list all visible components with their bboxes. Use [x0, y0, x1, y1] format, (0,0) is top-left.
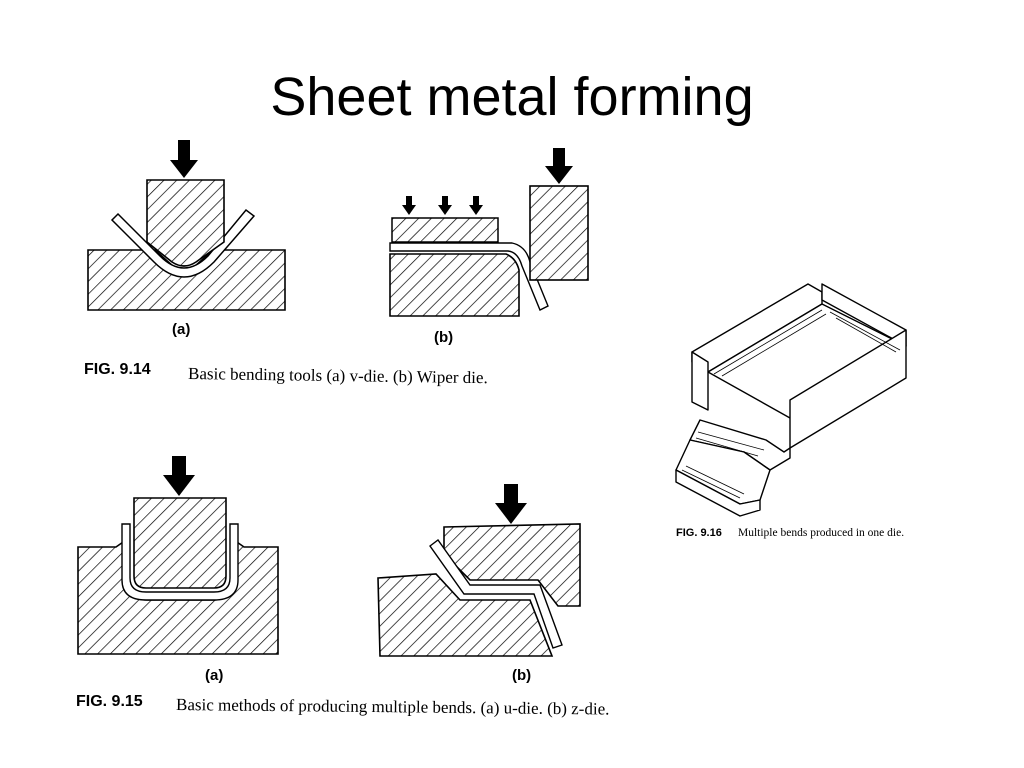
fig-9-16-number: FIG. 9.16: [676, 527, 722, 539]
v-die-punch: [146, 179, 225, 267]
fig-9-16-caption: Multiple bends produced in one die.: [738, 527, 904, 539]
fig-9-15b-z-die: [377, 484, 581, 657]
v-die-lower: [87, 249, 286, 311]
u-die-punch: [133, 497, 227, 589]
v-die-sheet: [110, 208, 256, 278]
z-die-sheet: [429, 539, 563, 649]
fig-9-15-caption: Basic methods of producing multiple bend…: [176, 695, 610, 719]
fig-9-14b-wiper-die: [389, 148, 589, 317]
fig-9-14-caption: Basic bending tools (a) v-die. (b) Wiper…: [188, 364, 488, 387]
down-arrow-icon: [170, 140, 198, 178]
wiper-lower-die: [389, 253, 520, 317]
fig-9-15-label-a: (a): [205, 667, 223, 684]
fig-9-15-number: FIG. 9.15: [76, 693, 143, 710]
down-arrow-icon: [545, 148, 573, 184]
down-arrow-icon: [163, 456, 195, 496]
fig-9-16-formed-part: [675, 283, 907, 517]
fig-9-14-label-a: (a): [172, 321, 190, 338]
wiper-sheet: [389, 242, 549, 311]
z-die-lower: [377, 573, 554, 657]
pressure-pad: [391, 217, 499, 243]
fig-9-14-label-b: (b): [434, 329, 453, 346]
slide-title: Sheet metal forming: [270, 67, 754, 127]
down-arrow-icon: [495, 484, 527, 524]
fig-9-15-label-b: (b): [512, 667, 531, 684]
wiper-punch: [529, 185, 589, 281]
fig-9-14-number: FIG. 9.14: [84, 361, 151, 378]
down-arrow-icon: [402, 196, 483, 215]
u-die-sheet: [121, 523, 239, 601]
fig-9-16-shading: [681, 309, 901, 499]
fig-9-15a-u-die: [77, 456, 279, 655]
fig-9-14a-v-die: [87, 140, 286, 311]
